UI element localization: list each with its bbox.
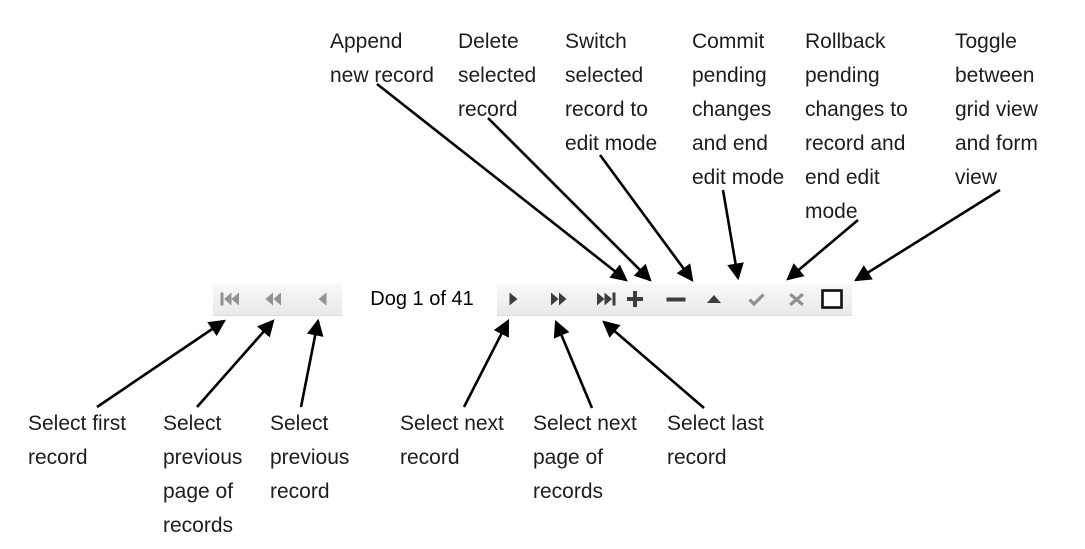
last-record-button[interactable] <box>591 285 619 313</box>
next-page-icon <box>550 292 567 306</box>
commit-changes-button[interactable] <box>742 285 770 313</box>
minus-icon <box>666 297 686 302</box>
previous-page-icon <box>265 292 282 306</box>
record-indicator: Dog 1 of 41 <box>370 288 474 310</box>
plus-icon <box>626 290 644 308</box>
annotation-toggle-view: Toggle between grid view and form view <box>955 30 1038 189</box>
first-record-icon <box>220 292 241 306</box>
arrow-select-next <box>462 318 510 408</box>
annotation-rollback-changes: Rollback pending changes to record and e… <box>805 30 908 223</box>
next-record-button[interactable] <box>499 285 527 313</box>
arrow-select-prev <box>299 318 324 408</box>
annotation-append-new-record: Append new record <box>330 30 434 87</box>
square-icon <box>821 289 843 309</box>
append-record-button[interactable] <box>621 285 649 313</box>
arrow-select-last <box>602 320 705 409</box>
first-record-button[interactable] <box>216 285 244 313</box>
annotation-delete-selected-record: Delete selected record <box>458 30 537 121</box>
check-icon <box>747 292 765 306</box>
previous-record-icon <box>318 292 327 306</box>
previous-record-button[interactable] <box>308 285 336 313</box>
annotation-select-last-record: Select last record <box>667 412 764 469</box>
annotation-select-next-record: Select next record <box>400 412 504 469</box>
arrow-commit <box>721 189 744 281</box>
edit-record-button[interactable] <box>700 285 728 313</box>
x-icon <box>788 292 804 306</box>
last-record-icon <box>595 292 616 306</box>
annotation-select-first-record: Select first record <box>28 412 127 469</box>
annotation-commit-changes: Commit pending changes and end edit mode <box>692 30 785 189</box>
next-record-icon <box>509 292 518 306</box>
rollback-changes-button[interactable] <box>782 285 810 313</box>
arrow-select-first <box>96 319 226 409</box>
annotation-switch-edit-mode: Switch selected record to edit mode <box>565 30 658 155</box>
annotation-select-next-page: Select next page of records <box>533 412 637 503</box>
annotation-select-previous-page: Select previous page of records <box>163 412 243 537</box>
toggle-view-button[interactable] <box>818 285 846 313</box>
arrow-select-prev-page <box>196 319 275 408</box>
next-page-button[interactable] <box>544 285 572 313</box>
annotation-select-previous-record: Select previous record <box>270 412 350 503</box>
up-triangle-icon <box>707 295 721 303</box>
arrow-switch-edit <box>598 154 694 282</box>
arrow-select-next-page <box>553 319 594 409</box>
previous-page-button[interactable] <box>259 285 287 313</box>
delete-record-button[interactable] <box>662 285 690 313</box>
